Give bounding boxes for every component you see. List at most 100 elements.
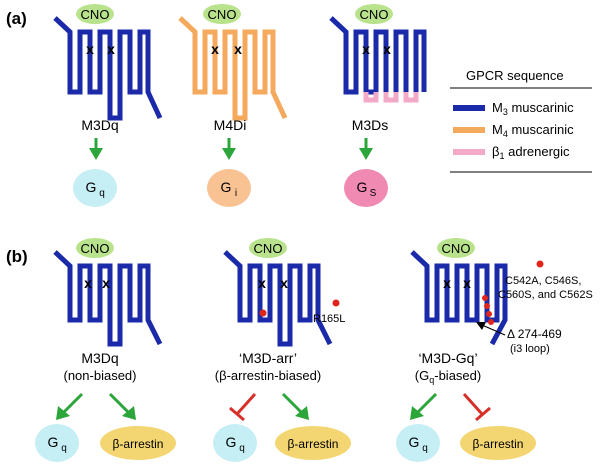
mutation-x-icon: x (362, 41, 370, 57)
mutation-dot (482, 295, 488, 301)
mutation-x-icon: x (463, 275, 471, 291)
mutation-dot (259, 309, 267, 317)
mutation-x-icon: x (84, 275, 92, 291)
mutation-x-icon: x (86, 41, 94, 57)
receptor-m3d-gq: CNO x x C542A, C546S, C560S, and C562S Δ… (410, 238, 593, 385)
receptor-name: ‘M3D-Gq’ (418, 350, 477, 366)
receptor-m3ds-a: CNO x x M3Ds (329, 4, 427, 133)
mutation-dot (484, 303, 490, 309)
svg-text:q: q (422, 443, 428, 454)
b1-loop-segment (383, 92, 399, 103)
b1-loop-segment (363, 92, 379, 103)
cno-label: CNO (360, 7, 389, 22)
receptor-name: M3Dq (81, 117, 118, 133)
mutation-label: C560S, and C562S (498, 289, 593, 301)
cno-ligand (437, 238, 475, 258)
deletion-arrow-icon (476, 322, 506, 336)
g-protein-gq: G q (213, 424, 257, 462)
receptor-name: M4Di (214, 117, 247, 133)
svg-text:G: G (226, 434, 237, 450)
cno-ligand (203, 4, 241, 24)
g-protein-gq: G q (35, 424, 79, 462)
cno-label: CNO (442, 241, 471, 256)
cno-ligand (355, 4, 393, 24)
cno-label: CNO (208, 7, 237, 22)
mutation-x-icon: x (280, 275, 288, 291)
g-protein-gi: G i (207, 169, 251, 207)
g-protein-gs: G S (344, 169, 388, 207)
g-protein-gq: G q (396, 424, 440, 462)
cno-ligand (76, 238, 114, 258)
mutation-x-icon: x (258, 275, 266, 291)
receptor-helices (393, 29, 409, 92)
cno-ligand (249, 238, 287, 258)
cno-label: CNO (254, 241, 283, 256)
mutation-x-icon: x (107, 41, 115, 57)
svg-text:β-arrestin: β-arrestin (473, 437, 524, 451)
legend-title: GPCR sequence (466, 68, 564, 83)
receptor-helices (329, 16, 389, 95)
receptor-helices (223, 250, 333, 347)
mutation-dot-legend (332, 299, 340, 307)
beta-arrestin: β-arrestin (275, 426, 351, 460)
mutation-x-icon: x (211, 41, 219, 57)
arrow-down-icon (359, 138, 373, 160)
inhibition-to-arrestin-icon (462, 392, 491, 422)
svg-text:G: G (86, 179, 97, 195)
receptor-helices (53, 250, 163, 347)
svg-text:q: q (239, 443, 245, 454)
arrow-down-icon (89, 138, 103, 160)
b1-loop-segment (403, 92, 419, 103)
g-protein-gq: G q (73, 169, 117, 207)
receptor-m3d-arr: CNO x x R165L ‘M3D-arr’ (β-arrestin-bias… (215, 238, 345, 383)
beta-arrestin: β-arrestin (100, 426, 176, 460)
svg-text:q: q (61, 443, 67, 454)
svg-text:G: G (357, 179, 368, 195)
legend-item-b1: β1 adrenergic (492, 144, 570, 161)
svg-text:G: G (409, 434, 420, 450)
mutation-dot-legend (536, 260, 544, 268)
legend-swatch-m3 (453, 105, 485, 111)
svg-text:q: q (99, 188, 105, 199)
cno-label: CNO (81, 7, 110, 22)
svg-text:G: G (221, 179, 232, 195)
legend-item-m3: M3 muscarinic (492, 100, 574, 117)
svg-text:β-arrestin: β-arrestin (288, 437, 339, 451)
svg-text:β-arrestin: β-arrestin (113, 437, 164, 451)
legend-item-m4: M4 muscarinic (492, 122, 574, 139)
mutation-dot (486, 311, 492, 317)
receptor-helices (413, 29, 427, 92)
receptor-name: M3Ds (352, 117, 389, 133)
receptor-m3dq-b: CNO x x M3Dq (non-biased) (53, 238, 163, 383)
legend: GPCR sequence M3 muscarinic M4 muscarini… (450, 68, 592, 173)
panel-b-label: (b) (6, 247, 28, 266)
mutation-dot (488, 319, 494, 325)
deletion-note: (i3 loop) (510, 343, 550, 355)
svg-text:S: S (370, 188, 377, 199)
beta-arrestin: β-arrestin (460, 426, 536, 460)
receptor-m4di-a: CNO x x M4Di (178, 4, 288, 133)
receptor-name: M3Dq (81, 350, 118, 366)
cno-label: CNO (81, 241, 110, 256)
receptor-subtitle: (β-arrestin-biased) (215, 368, 321, 383)
receptor-helices (178, 16, 288, 121)
arrow-to-arrestin-icon (108, 392, 136, 420)
arrow-down-icon (222, 138, 236, 160)
mutation-x-icon: x (234, 41, 242, 57)
panel-a-label: (a) (6, 9, 27, 28)
mutation-label: R165L (313, 313, 345, 325)
svg-text:i: i (235, 188, 237, 199)
deletion-label: Δ 274-469 (507, 327, 562, 341)
arrow-to-gq-icon (56, 392, 84, 420)
receptor-name: ‘M3D-arr’ (239, 350, 297, 366)
receptor-helices (410, 250, 508, 346)
legend-swatch-m4 (453, 127, 485, 133)
cno-ligand (76, 4, 114, 24)
mutation-x-icon: x (383, 41, 391, 57)
mutation-x-icon: x (102, 275, 110, 291)
receptor-helices (53, 16, 163, 121)
arrow-to-gq-icon (410, 392, 438, 420)
inhibition-to-gq-icon (229, 392, 257, 422)
receptor-subtitle: (Gq-biased) (415, 368, 481, 385)
